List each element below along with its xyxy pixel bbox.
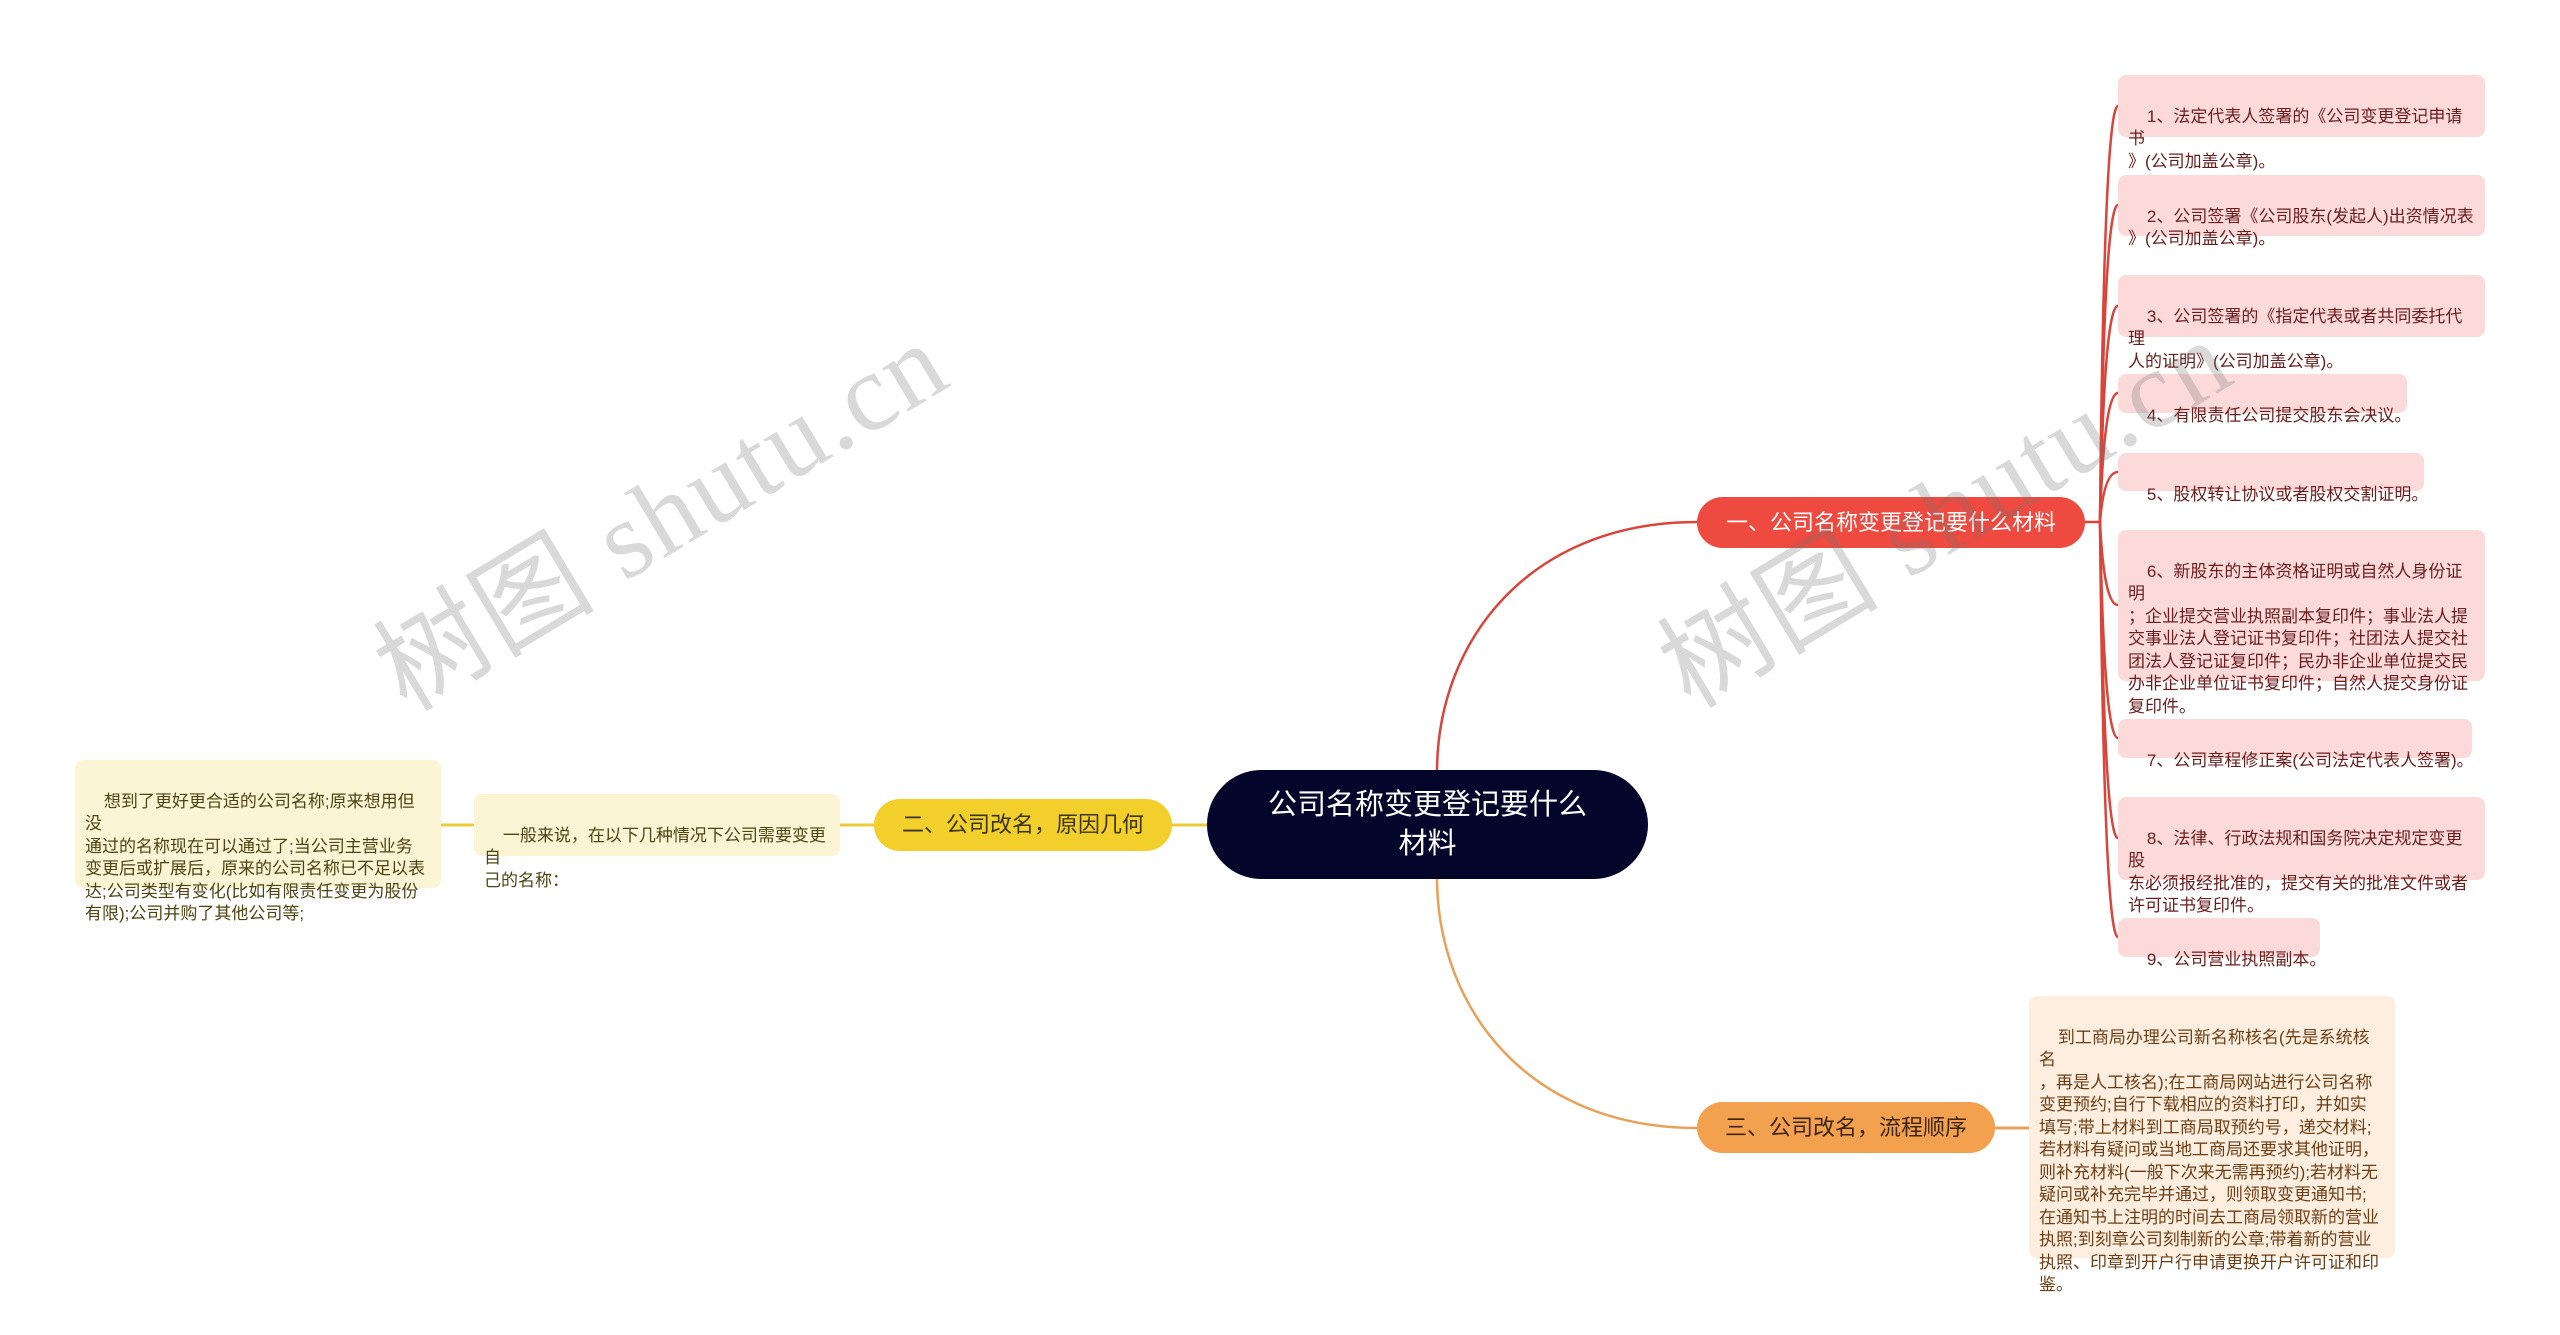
materials-item-3-text: 3、公司签署的《指定代表或者共同委托代理 人的证明》(公司加盖公章)。	[2128, 306, 2463, 371]
connector-materials-item-9	[2098, 520, 2120, 939]
materials-item-8-text: 8、法律、行政法规和国务院决定规定变更股 东必须报经批准的，提交有关的批准文件或…	[2128, 828, 2468, 916]
materials-item-6[interactable]: 6、新股东的主体资格证明或自然人身份证明 ；企业提交营业执照副本复印件；事业法人…	[2118, 530, 2485, 716]
branch-reasons-label: 二、公司改名，原因几何	[901, 812, 1144, 837]
materials-item-2[interactable]: 2、公司签署《公司股东(发起人)出资情况表 》(公司加盖公章)。	[2118, 175, 2485, 248]
materials-item-1-text: 1、法定代表人签署的《公司变更登记申请书 》(公司加盖公章)。	[2128, 106, 2463, 171]
branch-process-label: 三、公司改名，流程顺序	[1724, 1114, 1967, 1140]
materials-item-8[interactable]: 8、法律、行政法规和国务院决定规定变更股 东必须报经批准的，提交有关的批准文件或…	[2118, 797, 2485, 915]
reasons-intro-text: 一般来说，在以下几种情况下公司需要变更自 己的名称：	[484, 825, 826, 890]
connector-materials-item-4	[2098, 391, 2120, 524]
root-topic[interactable]: 公司名称变更登记要什么 材料	[1207, 770, 1648, 879]
connector-materials-item-5	[2098, 470, 2120, 524]
materials-item-4-text: 4、有限责任公司提交股东会决议。	[2146, 405, 2412, 425]
materials-item-7[interactable]: 7、公司章程修正案(公司法定代表人签署)。	[2118, 719, 2474, 770]
materials-item-5[interactable]: 5、股权转让协议或者股权交割证明。	[2118, 453, 2428, 504]
process-steps-text: 到工商局办理公司新名称核名(先是系统核名 ，再是人工核名);在工商局网站进行公司…	[2039, 1027, 2379, 1295]
materials-item-4[interactable]: 4、有限责任公司提交股东会决议。	[2118, 374, 2411, 425]
materials-item-2-text: 2、公司签署《公司股东(发起人)出资情况表 》(公司加盖公章)。	[2128, 206, 2474, 249]
materials-item-3[interactable]: 3、公司签署的《指定代表或者共同委托代理 人的证明》(公司加盖公章)。	[2118, 275, 2485, 371]
materials-item-5-text: 5、股权转让协议或者股权交割证明。	[2146, 484, 2429, 504]
materials-item-1[interactable]: 1、法定代表人签署的《公司变更登记申请书 》(公司加盖公章)。	[2118, 75, 2485, 171]
connector-root-to-materials	[1435, 520, 1699, 774]
materials-item-9-text: 9、公司营业执照副本。	[2146, 949, 2327, 969]
branch-materials-label: 一、公司名称变更登记要什么材料	[1725, 509, 2056, 535]
materials-item-6-text: 6、新股东的主体资格证明或自然人身份证明 ；企业提交营业执照副本复印件；事业法人…	[2128, 561, 2468, 716]
reasons-details-text: 想到了更好更合适的公司名称;原来想用但没 通过的名称现在可以通过了;当公司主营业…	[85, 791, 425, 924]
materials-item-9[interactable]: 9、公司营业执照副本。	[2118, 918, 2326, 969]
connector-root-to-process	[1435, 875, 1699, 1130]
materials-item-7-text: 7、公司章程修正案(公司法定代表人签署)。	[2146, 750, 2474, 770]
branch-materials[interactable]: 一、公司名称变更登记要什么材料	[1697, 497, 2085, 548]
reasons-intro[interactable]: 一般来说，在以下几种情况下公司需要变更自 己的名称：	[474, 794, 840, 890]
reasons-details[interactable]: 想到了更好更合适的公司名称;原来想用但没 通过的名称现在可以通过了;当公司主营业…	[75, 760, 441, 923]
branch-process[interactable]: 三、公司改名，流程顺序	[1697, 1102, 1995, 1153]
root-topic-label: 公司名称变更登记要什么 材料	[1267, 788, 1587, 860]
branch-reasons[interactable]: 二、公司改名，原因几何	[874, 799, 1172, 851]
process-steps[interactable]: 到工商局办理公司新名称核名(先是系统核名 ，再是人工核名);在工商局网站进行公司…	[2029, 996, 2395, 1294]
